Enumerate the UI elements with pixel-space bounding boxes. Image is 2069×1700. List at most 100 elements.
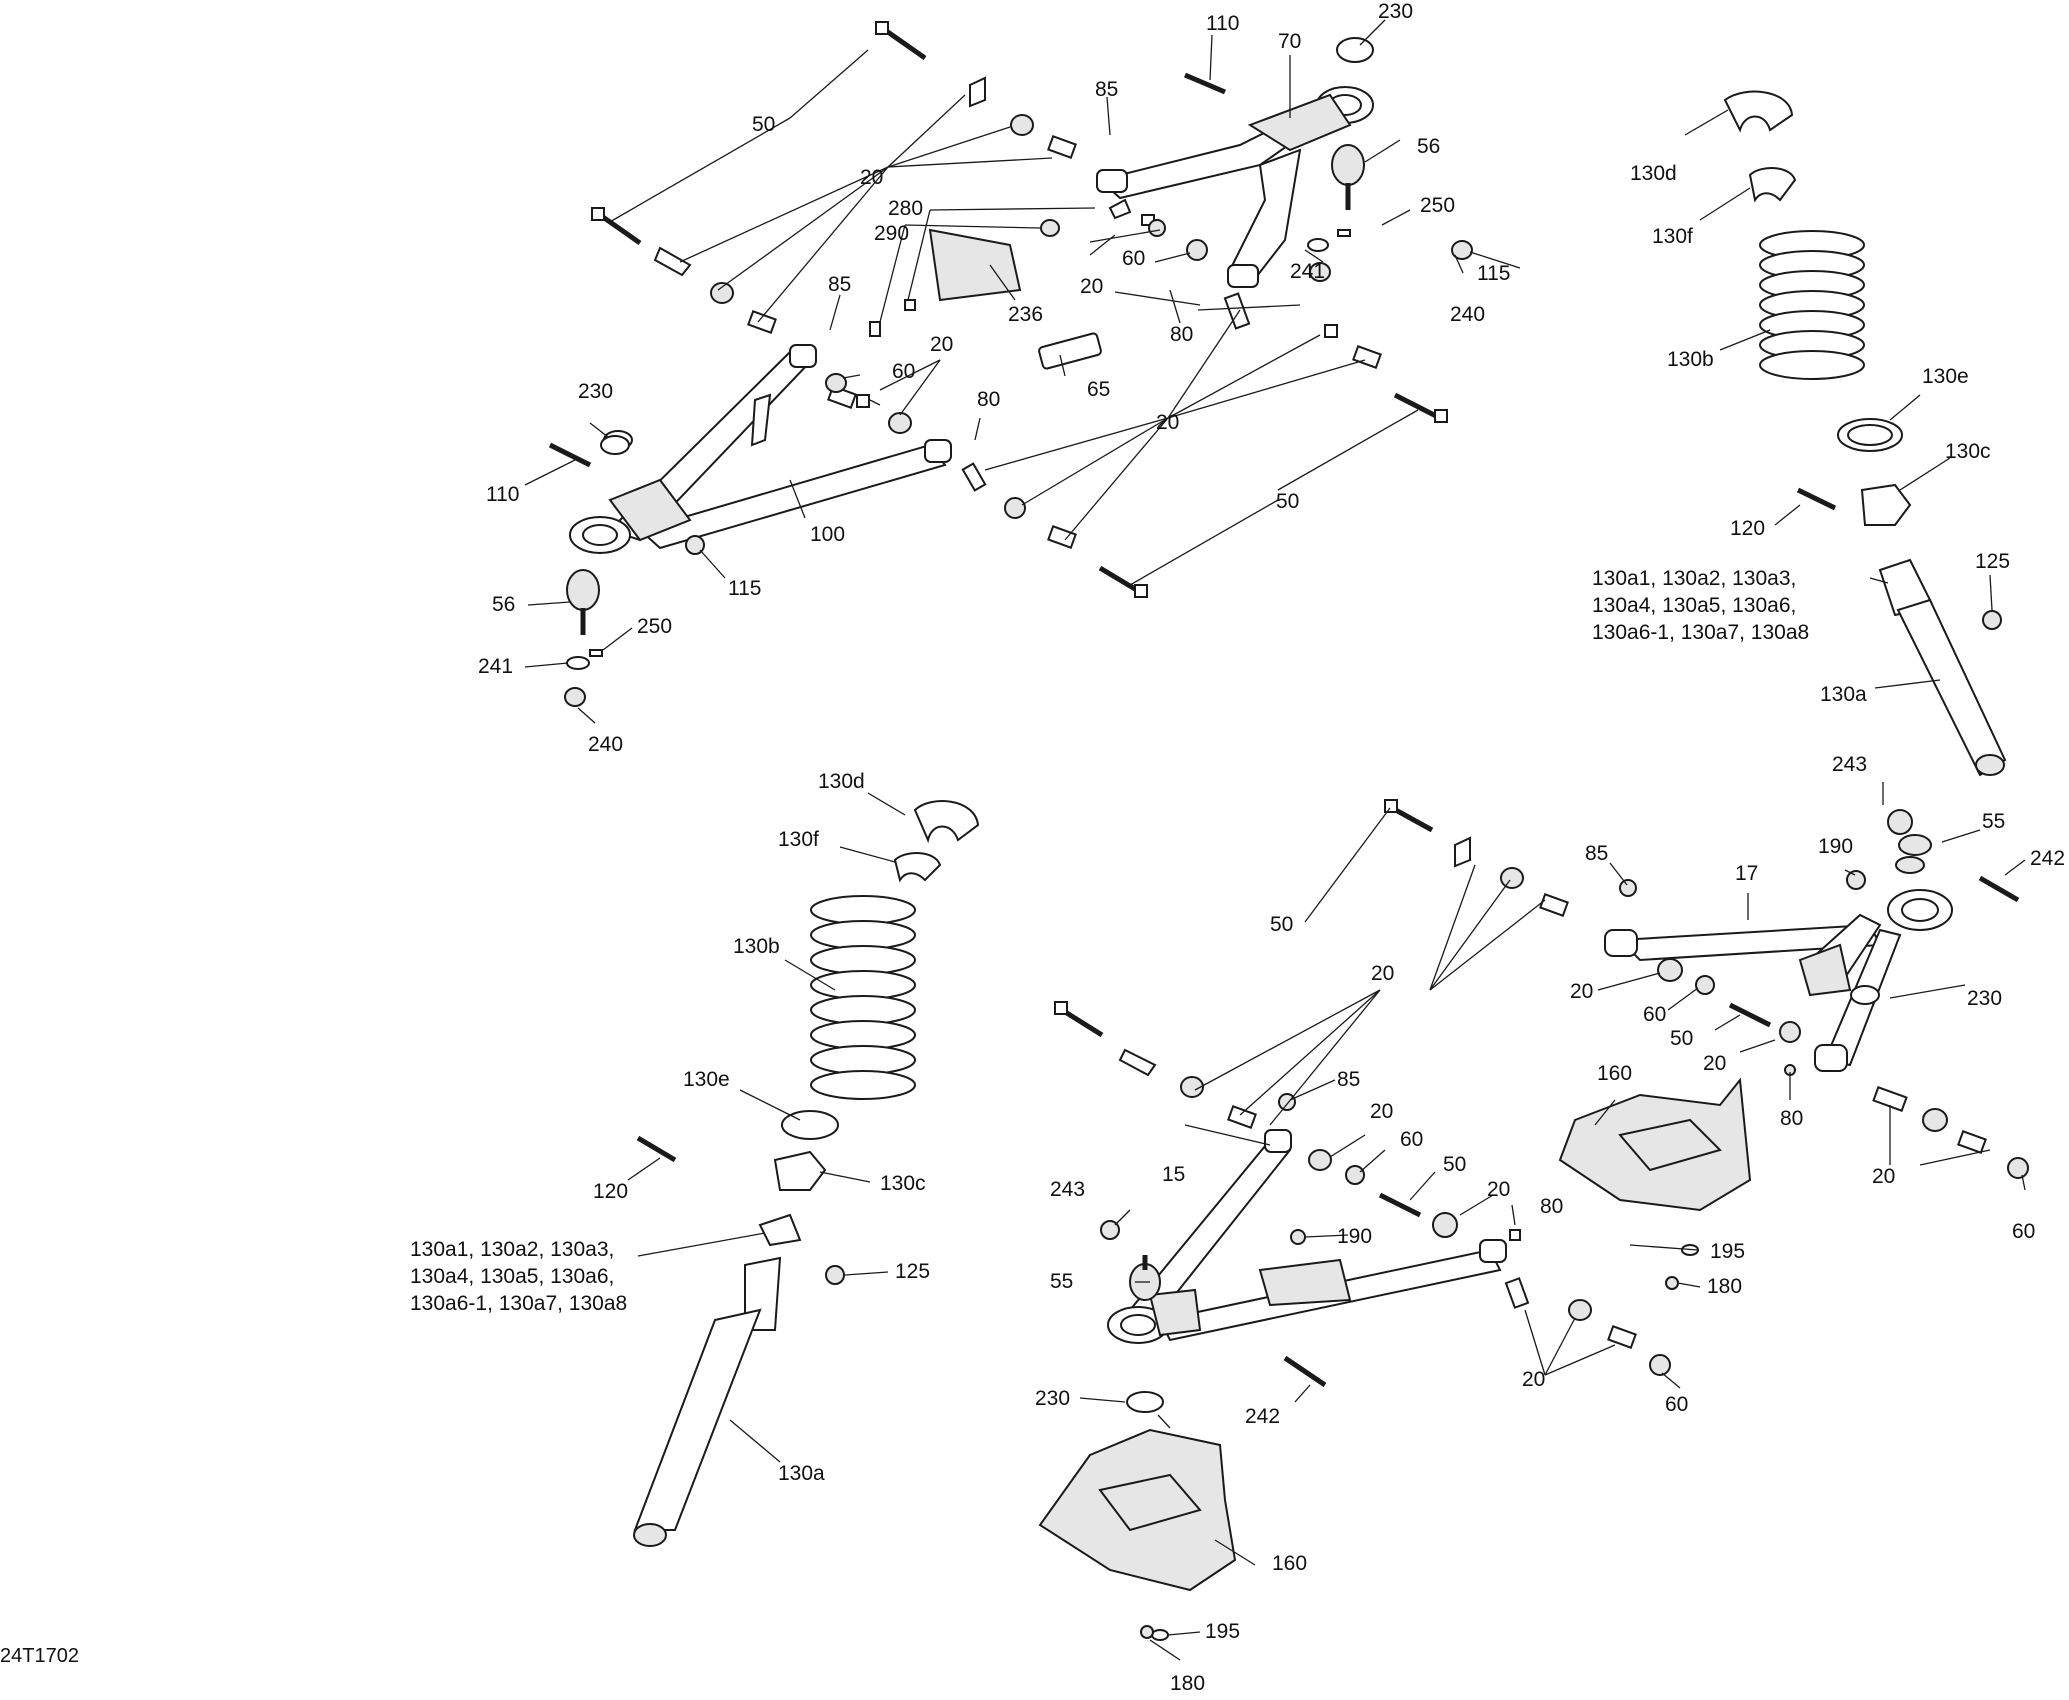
callout-20: 20 (1703, 1052, 1727, 1075)
callout-250: 250 (1420, 194, 1456, 217)
callout-195: 195 (1205, 1620, 1241, 1643)
callout-60: 60 (1665, 1393, 1689, 1416)
callout-50: 50 (1276, 490, 1300, 513)
callout-125: 125 (1975, 550, 2011, 573)
callout-50: 50 (1443, 1153, 1467, 1176)
callout-85: 85 (828, 273, 852, 296)
callout-80: 80 (977, 388, 1001, 411)
callout-17: 17 (1735, 862, 1759, 885)
callout-290: 290 (874, 222, 910, 245)
callout-60: 60 (1400, 1128, 1424, 1151)
skid-plate-160-a (1558, 1077, 1752, 1212)
callout-20: 20 (1371, 962, 1395, 985)
callout-20: 20 (1522, 1368, 1546, 1391)
callout-130e: 130e (683, 1068, 730, 1091)
callout-250: 250 (637, 615, 673, 638)
callout-230: 230 (578, 380, 614, 403)
callout-85: 85 (1095, 78, 1119, 101)
callout-80: 80 (1540, 1195, 1564, 1218)
callout-125: 125 (895, 1260, 931, 1283)
leader-lines (524, 19, 2026, 1661)
callout-242: 242 (1245, 1405, 1281, 1428)
callout-130a-variants: 130a1, 130a2, 130a3, 130a4, 130a5, 130a6… (410, 1238, 628, 1315)
callout-55: 55 (1050, 1270, 1074, 1293)
callout-85: 85 (1337, 1068, 1361, 1091)
callout-60: 60 (892, 360, 916, 383)
callout-100: 100 (810, 523, 846, 546)
callout-190: 190 (1337, 1225, 1373, 1248)
callout-130e: 130e (1922, 365, 1969, 388)
callout-60: 60 (1122, 247, 1146, 270)
skid-plate-160-b (1038, 1428, 1237, 1592)
callout-130a-variants: 130a1, 130a2, 130a3, 130a4, 130a5, 130a6… (1592, 567, 1810, 644)
fasteners-lower (1054, 799, 2029, 1641)
callout-236: 236 (1008, 303, 1044, 326)
callout-130a: 130a (1820, 683, 1867, 706)
callout-60: 60 (1643, 1003, 1667, 1026)
callout-70: 70 (1278, 30, 1302, 53)
shock-assembly-lower (633, 800, 980, 1547)
callout-60: 60 (2012, 1220, 2036, 1243)
callout-80: 80 (1170, 323, 1194, 346)
callout-20: 20 (1370, 1100, 1394, 1123)
callout-130b: 130b (733, 935, 780, 958)
callout-20: 20 (1080, 275, 1104, 298)
upper-arm-70 (1096, 86, 1374, 288)
callout-85: 85 (1585, 842, 1609, 865)
callout-241: 241 (1290, 260, 1326, 283)
callout-15: 15 (1162, 1163, 1186, 1186)
callout-20: 20 (1570, 980, 1594, 1003)
callout-80: 80 (1780, 1107, 1804, 1130)
callout-241: 241 (478, 655, 514, 678)
callout-230: 230 (1378, 0, 1414, 23)
callout-130f: 130f (778, 828, 819, 851)
callout-240: 240 (588, 733, 624, 756)
callout-190: 190 (1818, 835, 1854, 858)
arm-17 (1604, 889, 1953, 1072)
callout-20: 20 (1872, 1165, 1896, 1188)
callout-120: 120 (593, 1180, 629, 1203)
callout-240: 240 (1450, 303, 1486, 326)
callout-20: 20 (1487, 1178, 1511, 1201)
callout-56: 56 (1417, 135, 1441, 158)
callout-160: 160 (1597, 1062, 1633, 1085)
callout-230: 230 (1035, 1387, 1071, 1410)
callout-130b: 130b (1667, 348, 1714, 371)
callout-243: 243 (1050, 1178, 1086, 1201)
callout-50: 50 (752, 113, 776, 136)
callout-56: 56 (492, 593, 516, 616)
fasteners-upper-left (548, 21, 1473, 707)
callout-242: 242 (2030, 847, 2066, 870)
callout-130c: 130c (880, 1172, 926, 1195)
callout-130d: 130d (818, 770, 865, 793)
lower-arm-100 (569, 344, 952, 554)
callout-110: 110 (486, 483, 520, 506)
callout-115: 115 (728, 577, 762, 600)
callout-65: 65 (1087, 378, 1111, 401)
callout-110: 110 (1206, 12, 1240, 35)
callout-130a: 130a (778, 1462, 825, 1485)
callout-115: 115 (1477, 262, 1511, 285)
callout-50: 50 (1670, 1027, 1694, 1050)
callout-120: 120 (1730, 517, 1766, 540)
callout-280: 280 (888, 197, 924, 220)
callout-130c: 130c (1945, 440, 1991, 463)
callout-20: 20 (1156, 411, 1180, 434)
callout-243: 243 (1832, 753, 1868, 776)
callout-55: 55 (1982, 810, 2006, 833)
callout-180: 180 (1707, 1275, 1743, 1298)
callout-230: 230 (1967, 987, 2003, 1010)
callout-50: 50 (1270, 913, 1294, 936)
shock-assembly-upper (1723, 90, 2007, 777)
callout-20: 20 (930, 333, 954, 356)
callout-180: 180 (1170, 1672, 1206, 1695)
figure-id: 24T1702 (0, 1645, 79, 1667)
callout-130d: 130d (1630, 162, 1677, 185)
callout-20: 20 (860, 166, 884, 189)
callout-130f: 130f (1652, 225, 1693, 248)
callout-160: 160 (1272, 1552, 1308, 1575)
arm-15 (1107, 1129, 1507, 1344)
callout-195: 195 (1710, 1240, 1746, 1263)
